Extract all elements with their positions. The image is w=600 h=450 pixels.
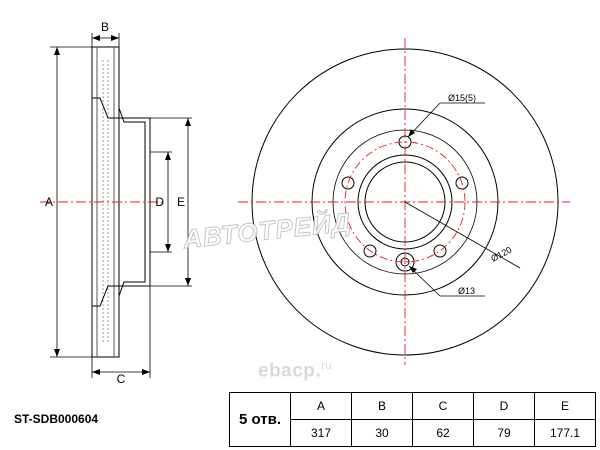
side-view	[40, 46, 165, 358]
spec-header-e: E	[534, 392, 596, 420]
hat-profile-top	[92, 97, 151, 152]
spec-header-d: D	[473, 392, 535, 420]
specs-header-row: 5 отв. A B C D E	[229, 392, 596, 447]
brand-logo: ebacp.ru	[258, 360, 332, 382]
brand-name: ebacp	[258, 360, 316, 382]
spec-value-a: 317	[290, 419, 352, 447]
pcd-circle	[344, 141, 466, 263]
spec-header-c: C	[412, 392, 474, 420]
bolt-hole	[363, 244, 377, 258]
part-number: ST-SDB000604	[14, 412, 99, 426]
dim-label-a: A	[45, 195, 53, 209]
dim-label-b: B	[101, 20, 109, 34]
watermark-text: АВТОТРЕЙД	[181, 207, 353, 255]
brand-dot: .	[315, 360, 322, 382]
bolt-hole	[433, 244, 447, 258]
dim-label-c: C	[117, 372, 126, 385]
bolt-hole	[341, 176, 355, 190]
specs-value-row: 317 30 62 79 177.1	[230, 419, 596, 447]
spec-header-b: B	[351, 392, 413, 420]
hat-profile-bottom	[92, 252, 151, 307]
spec-value-b: 30	[351, 419, 413, 447]
spec-header-a: A	[290, 392, 352, 420]
pilot-hole-label: Ø13	[458, 286, 475, 296]
front-centerlines	[238, 38, 570, 365]
specs-table: 5 отв. A B C D E 317 30 62 79 177.1	[229, 392, 596, 447]
holes-count: 5 отв.	[229, 392, 291, 447]
hole-diameter-label: Ø15(5)	[448, 93, 476, 103]
front-leader-arrows	[408, 129, 417, 273]
bolt-hole	[455, 176, 469, 190]
pcd-label: Ø120	[489, 245, 513, 264]
dim-label-d: D	[155, 195, 164, 209]
spec-value-d: 79	[473, 419, 535, 447]
brake-disc-drawing: A B C D E Ø15(5) Ø120 Ø13	[40, 20, 570, 385]
pilot-hole	[395, 252, 415, 272]
spec-value-c: 62	[412, 419, 474, 447]
side-dimension-arrows	[54, 35, 191, 375]
spec-value-e: 177.1	[534, 419, 596, 447]
brand-tld: ru	[321, 360, 332, 372]
side-dimensions	[50, 33, 192, 378]
dim-label-e: E	[177, 195, 185, 209]
